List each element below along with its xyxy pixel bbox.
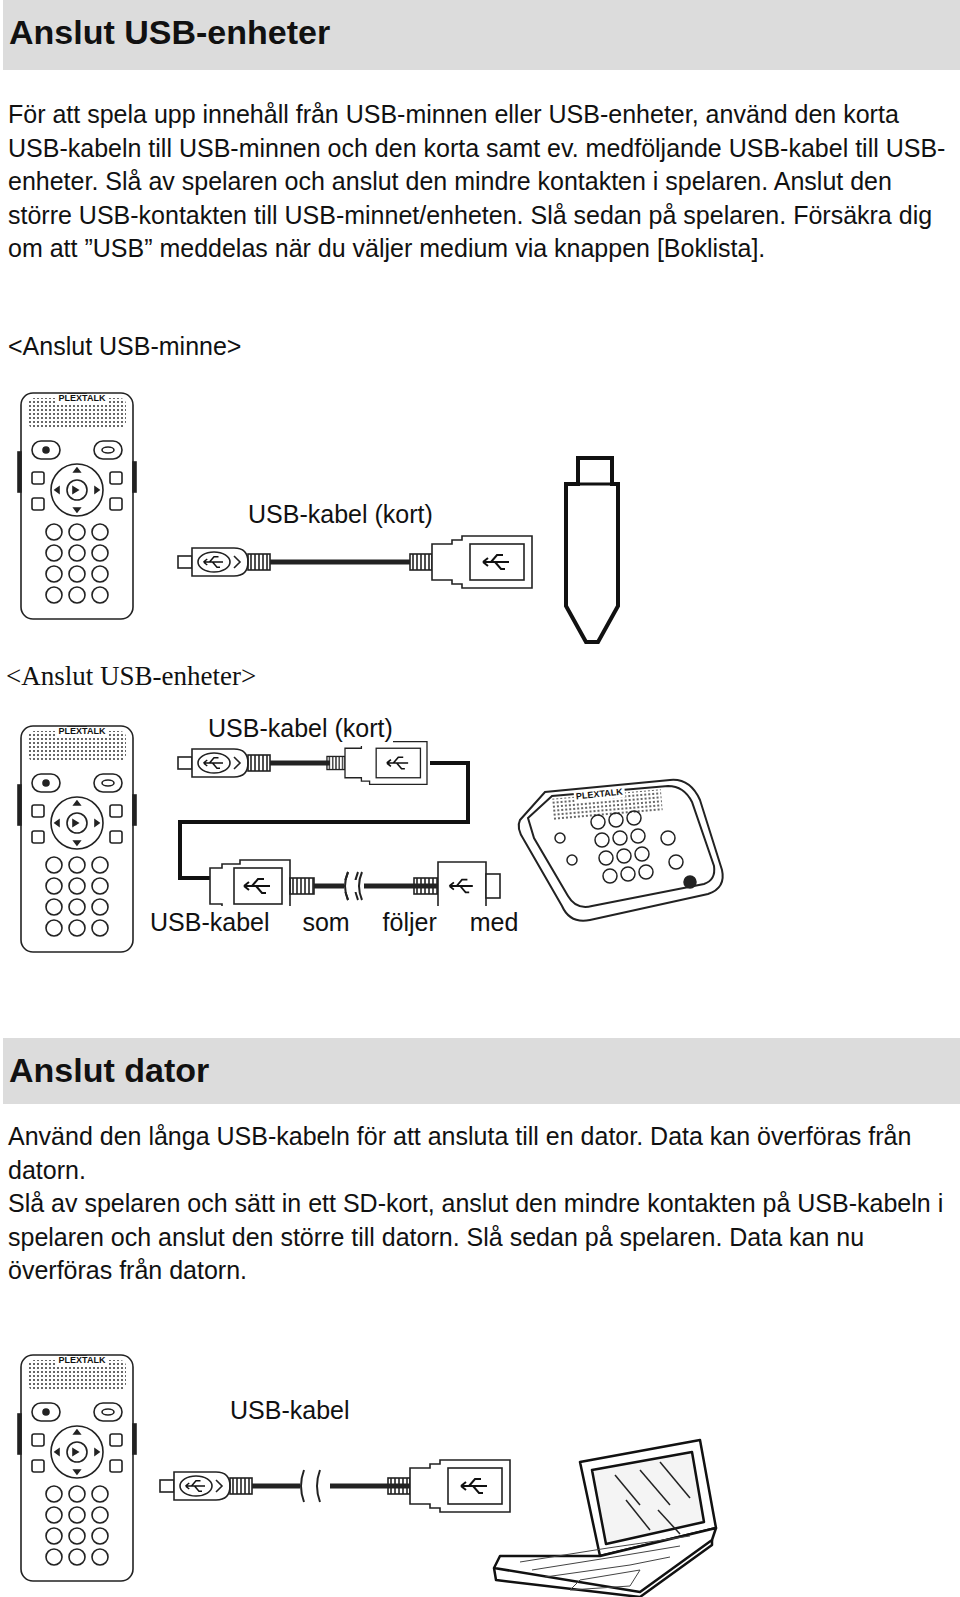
body-text: För att spela upp innehåll från USB-minn…: [8, 98, 948, 266]
cable-label: USB-kabel (kort): [248, 498, 433, 532]
section-band: Anslut USB-enheter: [3, 0, 960, 70]
figure-caption: <Anslut USB-enheter>: [6, 658, 406, 694]
figure-caption: <Anslut USB-minne>: [8, 330, 408, 364]
cable-label: USB-kabel (kort): [208, 712, 393, 746]
brand-logo: PLEXTALK: [57, 394, 108, 404]
cable-label: USB-kabel: [230, 1394, 350, 1428]
section-band: Anslut dator: [3, 1038, 960, 1104]
body-text: Använd den långa USB-kabeln för att ansl…: [8, 1120, 948, 1187]
brand-logo: PLEXTALK: [57, 727, 108, 737]
brand-logo: PLEXTALK: [57, 1356, 108, 1366]
section-heading: Anslut dator: [9, 1050, 954, 1091]
body-text: Slå av spelaren och sätt in ett SD-kort,…: [8, 1187, 948, 1288]
section-heading: Anslut USB-enheter: [9, 12, 954, 53]
cable-label: USB-kabel som följer med: [150, 906, 518, 940]
